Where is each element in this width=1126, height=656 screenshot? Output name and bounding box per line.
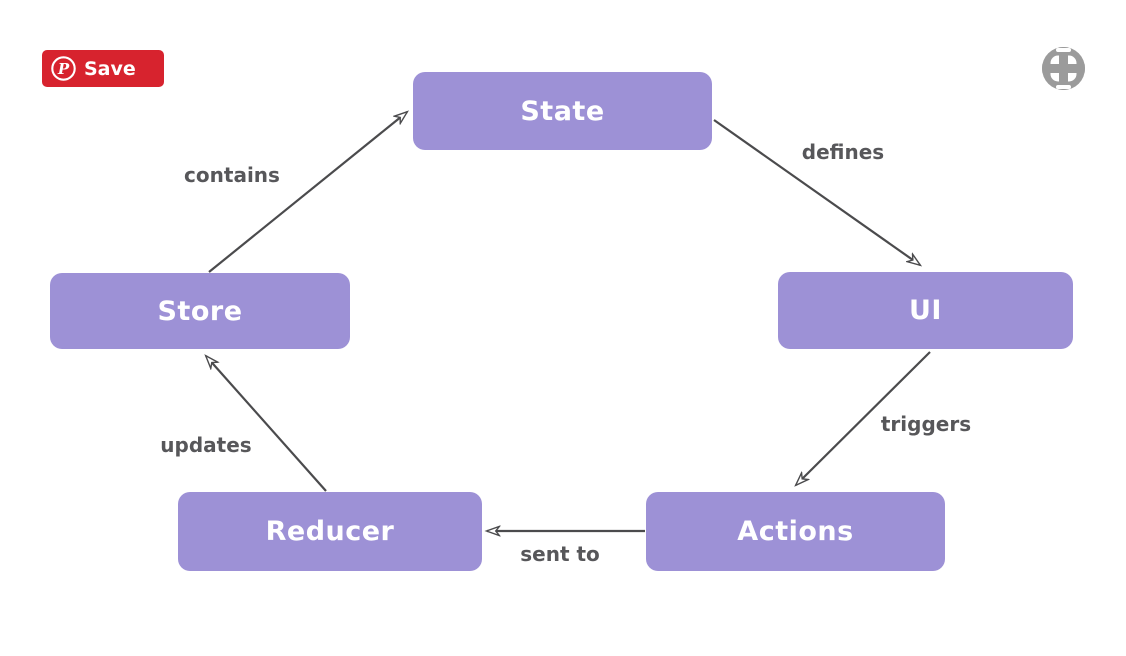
edge-label-sent-to: sent to xyxy=(520,542,600,566)
edge-state-to-ui xyxy=(713,119,920,265)
edge-store-to-state xyxy=(208,112,407,273)
edge-label-triggers: triggers xyxy=(880,412,972,436)
svg-text:P: P xyxy=(57,60,70,78)
pinterest-save-button[interactable]: P Save xyxy=(42,50,164,87)
frame-expand-button[interactable] xyxy=(1041,46,1086,91)
node-ui: UI xyxy=(778,272,1073,349)
edge-label-defines: defines xyxy=(801,140,885,164)
pinterest-logo-icon: P xyxy=(50,55,77,82)
node-store: Store xyxy=(50,273,350,349)
frame-expand-icon xyxy=(1041,47,1086,94)
edge-ui-to-actions xyxy=(796,351,931,485)
pinterest-save-label: Save xyxy=(84,57,136,80)
edge-label-contains: contains xyxy=(184,163,280,187)
edge-reducer-to-store xyxy=(206,356,327,492)
edge-label-updates: updates xyxy=(160,433,252,457)
node-reducer: Reducer xyxy=(178,492,482,571)
node-actions: Actions xyxy=(646,492,945,571)
node-state: State xyxy=(413,72,712,150)
